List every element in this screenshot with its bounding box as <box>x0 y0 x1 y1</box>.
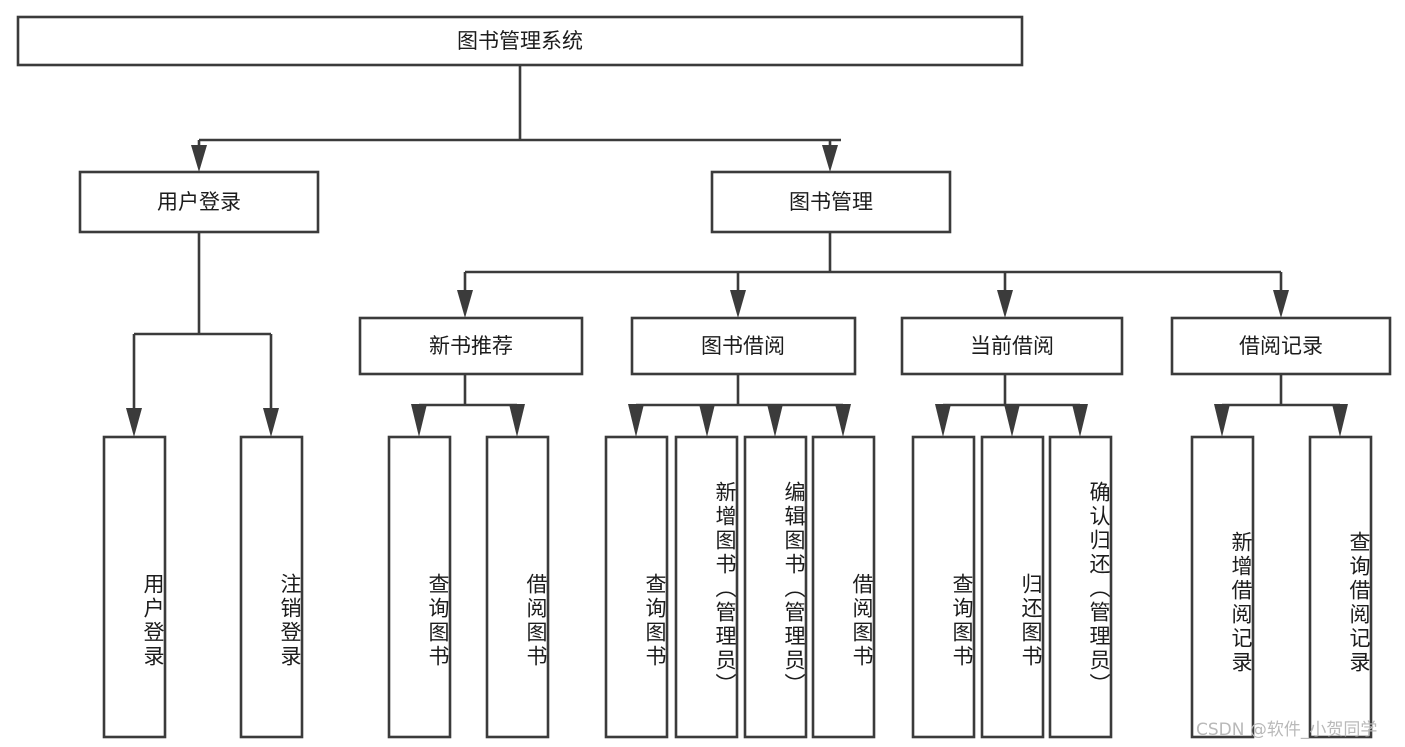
node-book-borrow-label: 图书借阅 <box>701 334 785 358</box>
node-book-borrow[interactable]: 图书借阅 <box>630 316 857 376</box>
node-borrow-record[interactable]: 借阅记录 <box>1170 316 1392 376</box>
leaf-confirm-return-rect[interactable] <box>1048 435 1113 739</box>
node-book-manage-rect[interactable] <box>710 170 952 234</box>
node-book-manage[interactable]: 图书管理 <box>710 170 952 234</box>
arrow-to-leaf-logout <box>263 408 279 437</box>
leaf-edit-book-rect[interactable] <box>743 435 808 739</box>
leaf-borrow-book-2-rect[interactable] <box>811 435 876 739</box>
node-book-manage-label: 图书管理 <box>789 190 873 214</box>
connector-group-user-login <box>126 232 279 437</box>
node-borrow-record-rect[interactable] <box>1170 316 1392 376</box>
node-current-borrow-label: 当前借阅 <box>970 334 1054 358</box>
leaf-add-record-rect[interactable] <box>1190 435 1255 739</box>
leaf-rect-group <box>102 435 1373 739</box>
arrow-to-borrow-record <box>1273 290 1289 318</box>
connector-group-borrow-record <box>1214 374 1348 437</box>
connector-group-current-borrow <box>935 374 1088 437</box>
node-user-login-rect[interactable] <box>78 170 320 234</box>
leaf-user-login-rect[interactable] <box>102 435 167 739</box>
leaf-query-book-3-rect[interactable] <box>911 435 976 739</box>
arrow-to-leaf-borrow-book-2 <box>835 404 851 437</box>
arrow-to-leaf-return-book <box>1004 404 1020 437</box>
node-root-label: 图书管理系统 <box>457 29 583 53</box>
arrow-to-leaf-query-book-3 <box>935 404 951 437</box>
leaf-borrow-book-1-rect[interactable] <box>485 435 550 739</box>
csdn-watermark: CSDN @软件_小贺同学 <box>1196 720 1378 740</box>
arrow-to-current-borrow <box>997 290 1013 318</box>
leaf-query-book-2-rect[interactable] <box>604 435 669 739</box>
arrow-to-book-manage <box>822 145 838 172</box>
arrow-to-leaf-confirm-return <box>1072 404 1088 437</box>
connector-group-root <box>191 65 841 172</box>
node-current-borrow-rect[interactable] <box>900 316 1124 376</box>
arrow-to-leaf-add-book <box>699 404 715 437</box>
leaf-query-book-1-rect[interactable] <box>387 435 452 739</box>
node-borrow-record-label: 借阅记录 <box>1239 334 1323 358</box>
arrow-to-leaf-borrow-book-1 <box>509 404 525 437</box>
arrow-to-leaf-query-book-1 <box>411 404 427 437</box>
leaf-return-book-rect[interactable] <box>980 435 1045 739</box>
arrow-to-leaf-user-login <box>126 408 142 437</box>
leaf-query-record-rect[interactable] <box>1308 435 1373 739</box>
arrow-to-leaf-query-record <box>1332 404 1348 437</box>
leaf-logout-rect[interactable] <box>239 435 304 739</box>
node-new-book-recommend[interactable]: 新书推荐 <box>358 316 584 376</box>
arrow-to-leaf-edit-book <box>767 404 783 437</box>
node-new-book-recommend-label: 新书推荐 <box>429 334 513 358</box>
node-current-borrow[interactable]: 当前借阅 <box>900 316 1124 376</box>
connector-group-book-borrow <box>628 374 851 437</box>
node-new-book-recommend-rect[interactable] <box>358 316 584 376</box>
node-root[interactable]: 图书管理系统 <box>16 15 1024 67</box>
node-book-borrow-rect[interactable] <box>630 316 857 376</box>
arrow-to-new-book-recommend <box>457 290 473 318</box>
connector-group-book-manage <box>457 232 1289 318</box>
arrow-to-user-login <box>191 145 207 172</box>
node-user-login[interactable]: 用户登录 <box>78 170 320 234</box>
node-user-login-label: 用户登录 <box>157 190 241 214</box>
connector-group-new-book-recommend <box>411 374 525 437</box>
arrow-to-leaf-query-book-2 <box>628 404 644 437</box>
arrow-to-leaf-add-record <box>1214 404 1230 437</box>
node-root-rect[interactable] <box>16 15 1024 67</box>
arrow-to-book-borrow <box>730 290 746 318</box>
leaf-add-book-rect[interactable] <box>674 435 739 739</box>
